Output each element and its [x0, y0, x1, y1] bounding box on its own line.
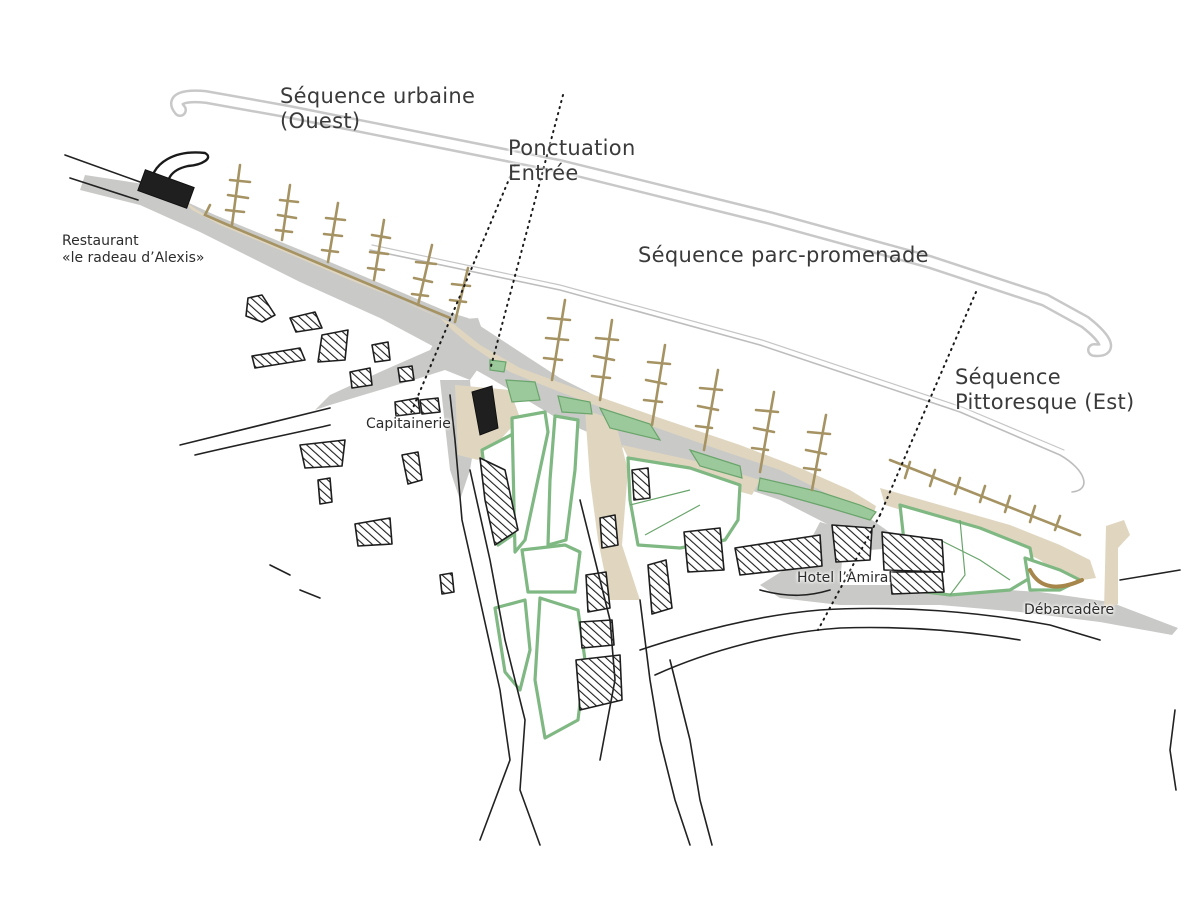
green-strips	[489, 359, 877, 521]
pontoons	[203, 163, 1084, 589]
breakwater	[170, 89, 1113, 493]
label-sequence-entree-line2: Entrée	[508, 160, 579, 185]
label-sequence-ouest-line1: Séquence urbaine	[280, 84, 476, 108]
label-sequence-est-line1: Séquence	[955, 365, 1061, 389]
label-restaurant-line2: «le radeau d’Alexis»	[62, 249, 205, 266]
label-sequence-entree: Ponctuation Entrée	[508, 136, 636, 186]
label-sequence-ouest: Séquence urbaine (Ouest)	[280, 84, 475, 134]
sequence-separators	[409, 94, 977, 631]
label-sequence-est-line2: Pittoresque (Est)	[955, 389, 1135, 414]
capitainerie-building	[471, 385, 499, 436]
restaurant-jetty	[148, 151, 210, 197]
label-sequence-parc: Séquence parc-promenade	[638, 243, 929, 268]
label-sequence-entree-line1: Ponctuation	[508, 136, 636, 160]
label-capitainerie: Capitainerie	[366, 416, 451, 432]
label-sequence-ouest-line2: (Ouest)	[280, 108, 361, 133]
label-restaurant: Restaurant «le radeau d’Alexis»	[62, 233, 204, 266]
label-debarcadere: Débarcadère	[1024, 602, 1115, 618]
buildings	[245, 294, 945, 711]
label-sequence-est: Séquence Pittoresque (Est)	[955, 365, 1135, 415]
street-sketch	[64, 154, 1181, 846]
restaurant-building	[137, 169, 195, 209]
label-restaurant-line1: Restaurant	[62, 233, 139, 249]
park-parcels	[480, 410, 1082, 740]
label-hotel: Hotel l’Amiral	[797, 570, 893, 586]
label-sequence-parc-line1: Séquence parc-promenade	[638, 243, 929, 267]
